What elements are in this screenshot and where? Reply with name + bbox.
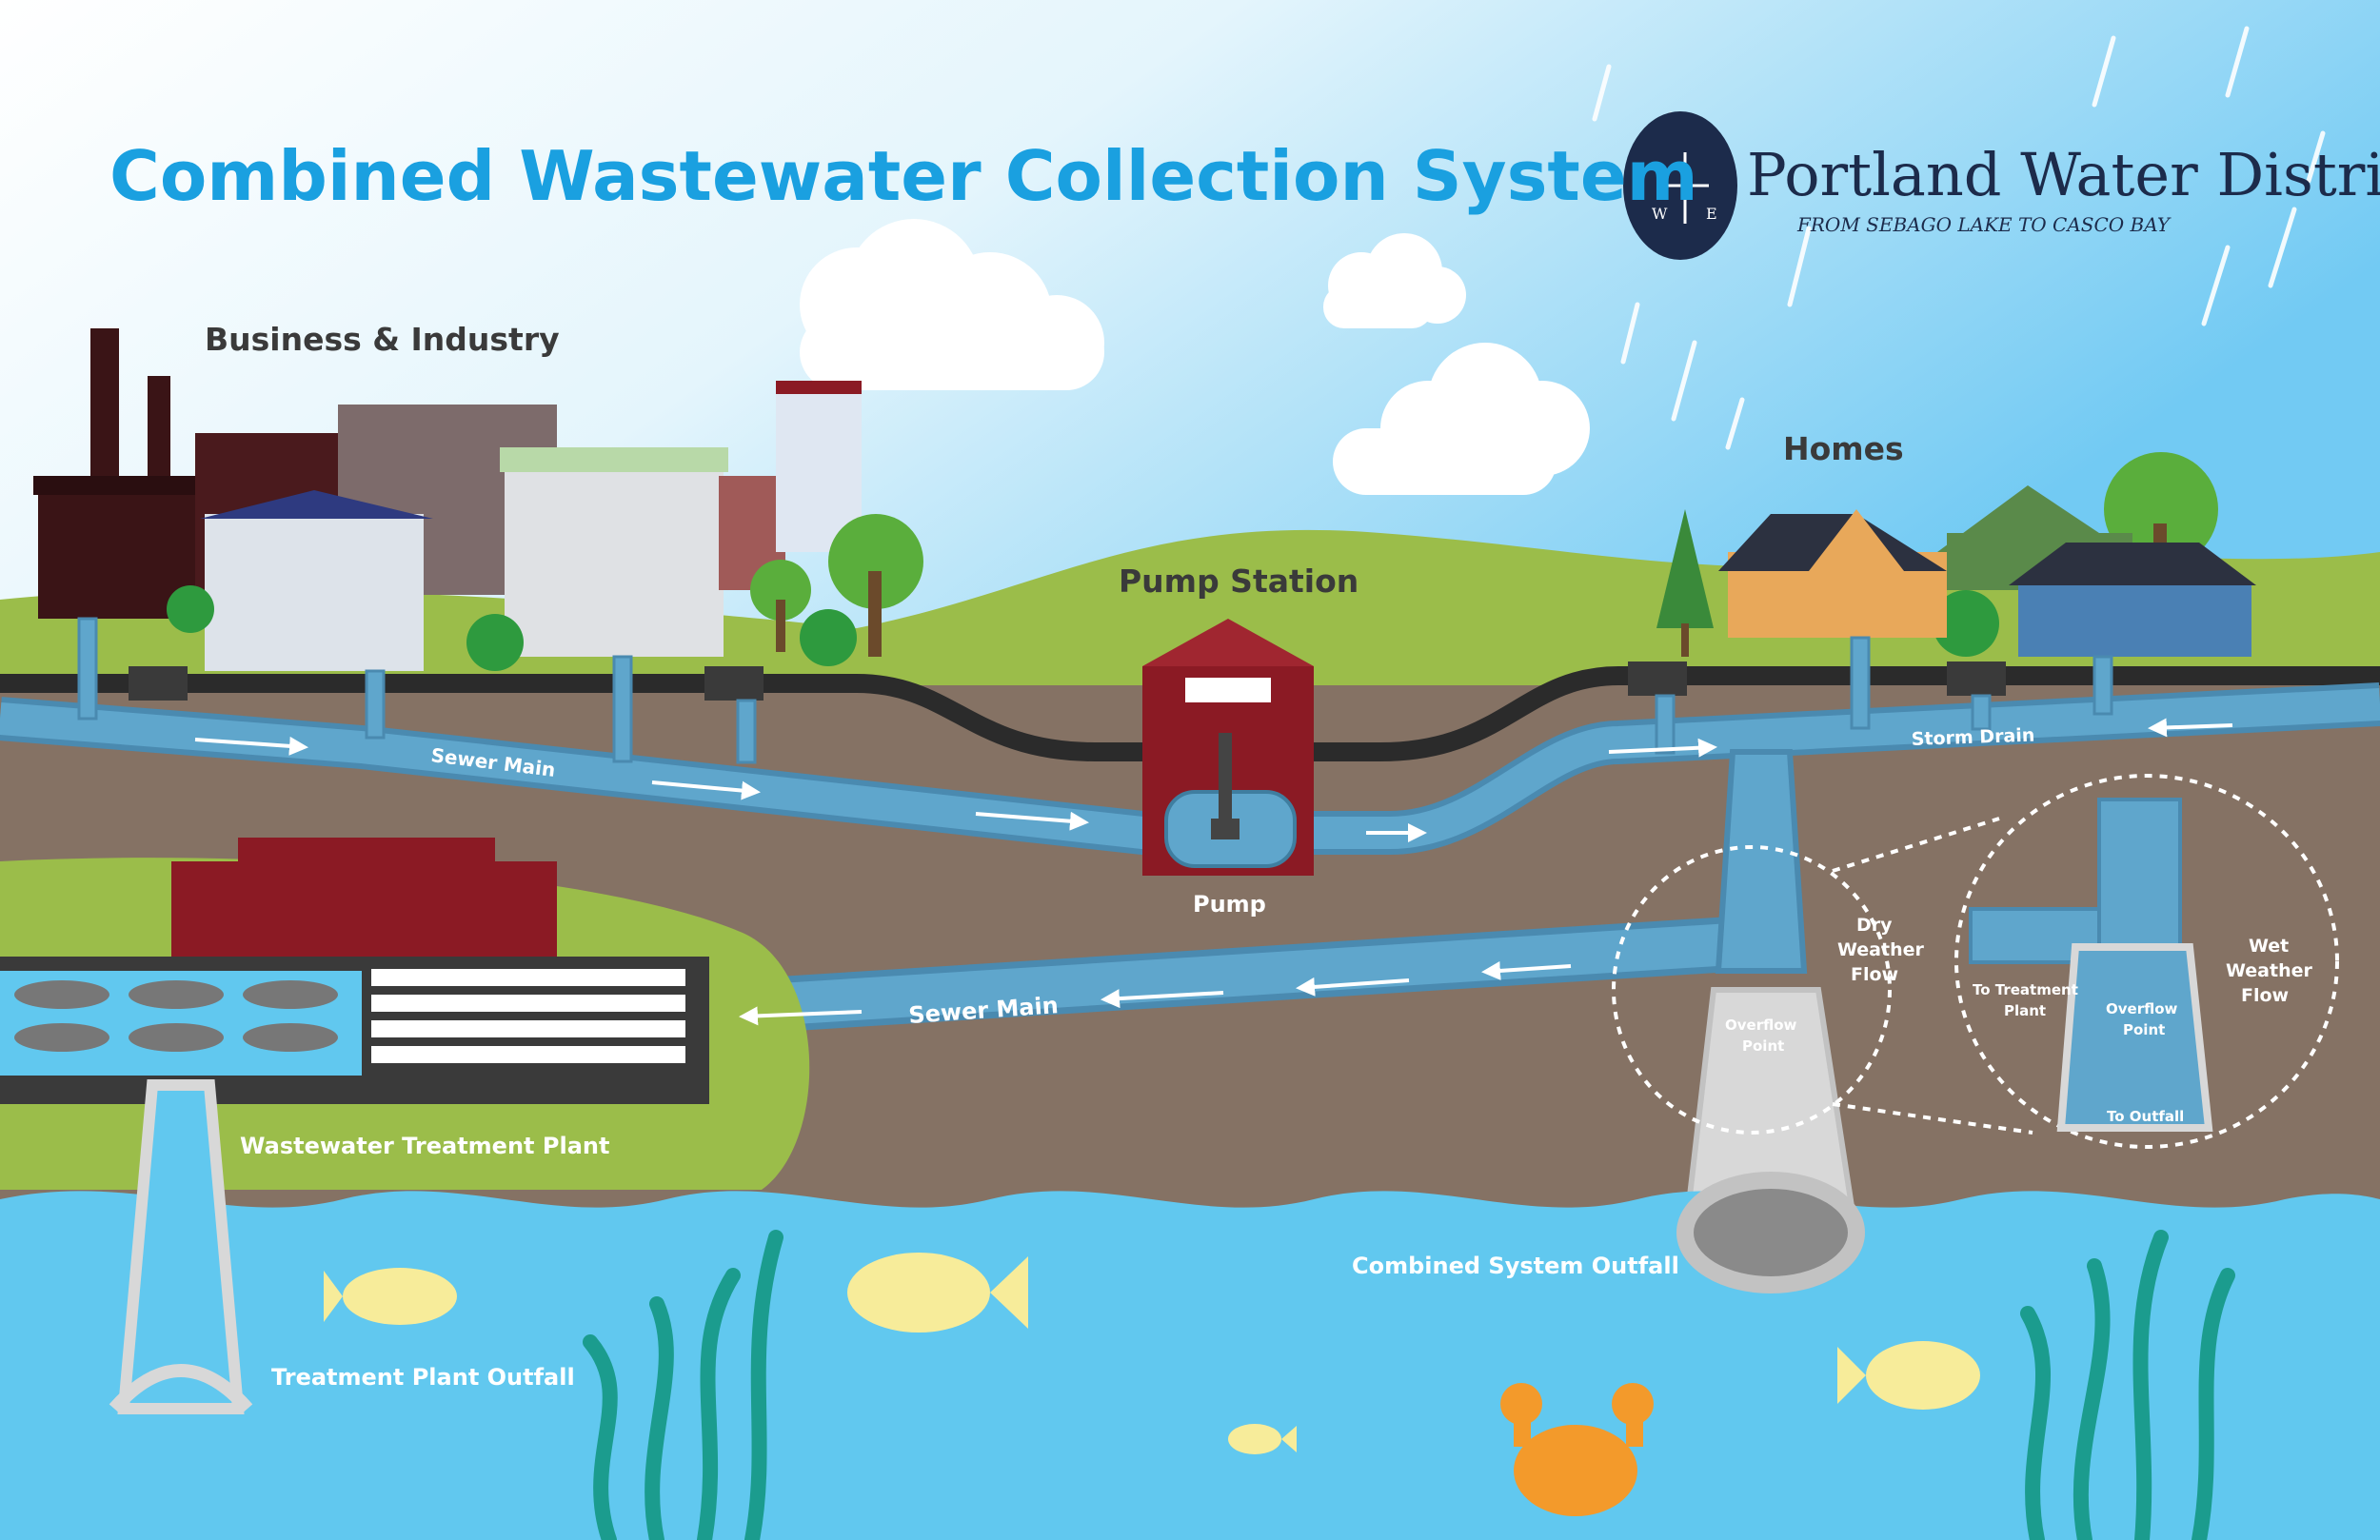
service-pipes [77, 617, 2113, 764]
wet-weather-detail-circle [1954, 774, 2339, 1149]
storm-drain-grates [129, 661, 2006, 701]
org-logo: W E Portland Water District FROM SEBAGO … [1623, 111, 2380, 260]
label-overflow-point-left: Overflow Point [1725, 1017, 1802, 1055]
label-dry-weather-flow: Dry Weather Flow [1837, 915, 1930, 985]
pump-station-building [1142, 619, 1314, 876]
label-business-industry: Business & Industry [205, 321, 560, 358]
cloud-3 [1333, 343, 1590, 495]
seaweed [583, 1230, 2235, 1540]
compass-east: E [1706, 205, 1717, 223]
compass-west: W [1652, 205, 1668, 223]
treatment-plant-outfall-pipe [117, 1079, 245, 1414]
label-treatment-plant-outfall: Treatment Plant Outfall [271, 1364, 575, 1391]
label-pump-station: Pump Station [1119, 563, 1359, 600]
org-name: Portland Water District [1747, 140, 2380, 209]
wet-weather-detail-pipes [1969, 798, 2213, 1132]
label-to-treatment-plant: To Treatment Plant [1973, 981, 2083, 1019]
label-overflow-point-right: Overflow Point [2106, 1000, 2183, 1038]
houses [1718, 485, 2256, 657]
page-title: Combined Wastewater Collection System [109, 136, 1698, 216]
label-wet-weather-flow: Wet Weather Flow [2226, 936, 2318, 1006]
label-combined-system-outfall: Combined System Outfall [1352, 1253, 1679, 1279]
label-pump: Pump [1193, 891, 1266, 918]
label-wastewater-treatment-plant: Wastewater Treatment Plant [240, 1133, 609, 1159]
treatment-plant [0, 838, 709, 1104]
cloud-2 [1323, 233, 1466, 328]
fish [324, 1253, 1980, 1454]
flow-arrows [194, 718, 2233, 1026]
label-homes: Homes [1783, 430, 1904, 467]
vertical-pipe [1715, 749, 1808, 974]
org-tagline: FROM SEBAGO LAKE TO CASCO BAY [1796, 213, 2172, 236]
label-to-outfall: To Outfall [2107, 1108, 2184, 1125]
label-storm-drain: Storm Drain [1911, 724, 2034, 750]
combined-outfall-opening [1676, 1172, 1865, 1293]
city-buildings [195, 381, 862, 671]
crab [1500, 1383, 1654, 1516]
dry-weather-detail-circle [1612, 845, 1892, 1135]
cloud-1 [800, 219, 1104, 390]
trees [167, 452, 2218, 671]
